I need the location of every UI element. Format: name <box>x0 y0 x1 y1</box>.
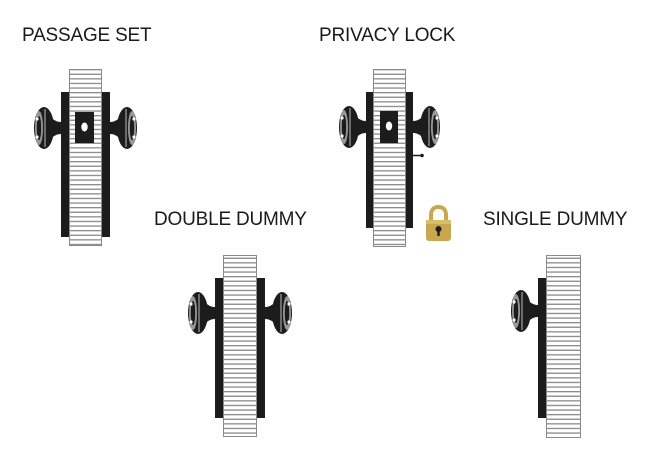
latch-hole <box>385 121 393 131</box>
door-edge <box>546 255 581 438</box>
right-knob-icon <box>264 291 293 335</box>
door-edge <box>373 69 406 247</box>
right-knob-icon <box>412 105 441 149</box>
right-knob-icon <box>109 106 138 150</box>
left-knob-icon <box>338 105 367 149</box>
double-dummy-figure <box>187 255 293 437</box>
latch-hole <box>81 122 88 132</box>
privacy-lock-figure <box>338 69 451 247</box>
padlock-icon <box>426 204 451 241</box>
rose-plate <box>538 278 546 418</box>
right-rose-plate <box>102 92 110 237</box>
single-dummy-figure <box>510 255 581 438</box>
right-rose-plate <box>406 92 413 228</box>
left-rose-plate <box>61 92 69 237</box>
label-double-dummy: DOUBLE DUMMY <box>154 209 307 230</box>
left-rose-plate <box>215 278 223 418</box>
label-single-dummy: SINGLE DUMMY <box>483 209 628 230</box>
knob-icon <box>510 289 539 333</box>
label-privacy-lock: PRIVACY LOCK <box>319 25 456 46</box>
left-knob-icon <box>33 106 62 150</box>
left-knob-icon <box>187 291 216 335</box>
left-rose-plate <box>366 92 373 228</box>
right-rose-plate <box>257 278 265 418</box>
door-edge <box>69 69 102 246</box>
label-passage-set: PASSAGE SET <box>22 25 152 46</box>
door-edge <box>223 255 257 437</box>
passage-set-figure <box>33 69 138 246</box>
